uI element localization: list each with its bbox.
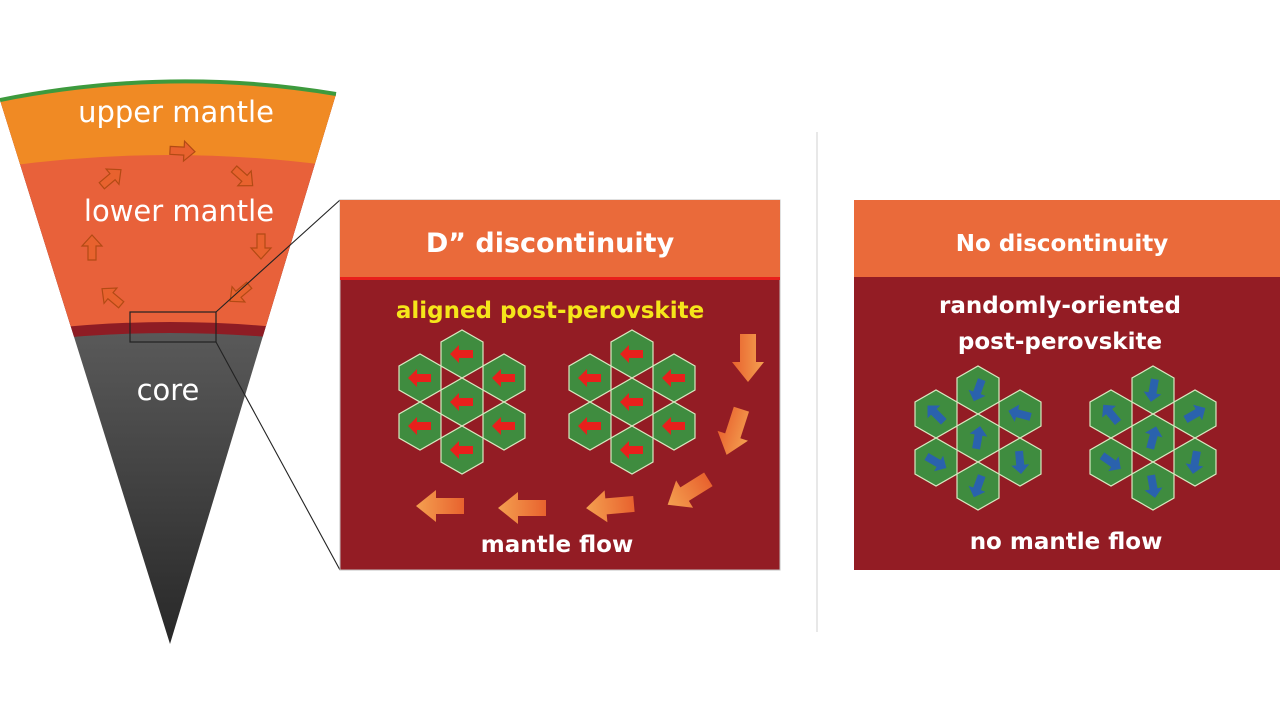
lower-mantle-label: lower mantle [84, 194, 274, 228]
panel-header [854, 200, 1280, 277]
upper-mantle-label: upper mantle [78, 95, 274, 129]
panel-d-discontinuity: D” discontinuity aligned post-perovskite… [339, 199, 781, 571]
panel-no-discontinuity: No discontinuity randomly-oriented post-… [854, 200, 1280, 570]
zoom-line-bottom [215, 341, 341, 571]
zoom-line-top [215, 199, 341, 313]
lower-mantle-region [0, 81, 336, 338]
core-label: core [137, 373, 200, 407]
panel-subtitle-line1: randomly-oriented [939, 293, 1181, 319]
panel-subtitle: aligned post-perovskite [396, 298, 704, 324]
crust-line [0, 79, 337, 102]
zoom-box [129, 311, 217, 343]
panel-header-divider [340, 277, 780, 280]
panel-header [340, 200, 780, 277]
panel-title: No discontinuity [956, 231, 1168, 257]
panel-footer: no mantle flow [970, 529, 1163, 555]
upper-mantle-region [0, 81, 336, 170]
panel-footer: mantle flow [481, 532, 633, 558]
panel-subtitle-line2: post-perovskite [958, 329, 1162, 355]
panel-title: D” discontinuity [426, 228, 675, 259]
